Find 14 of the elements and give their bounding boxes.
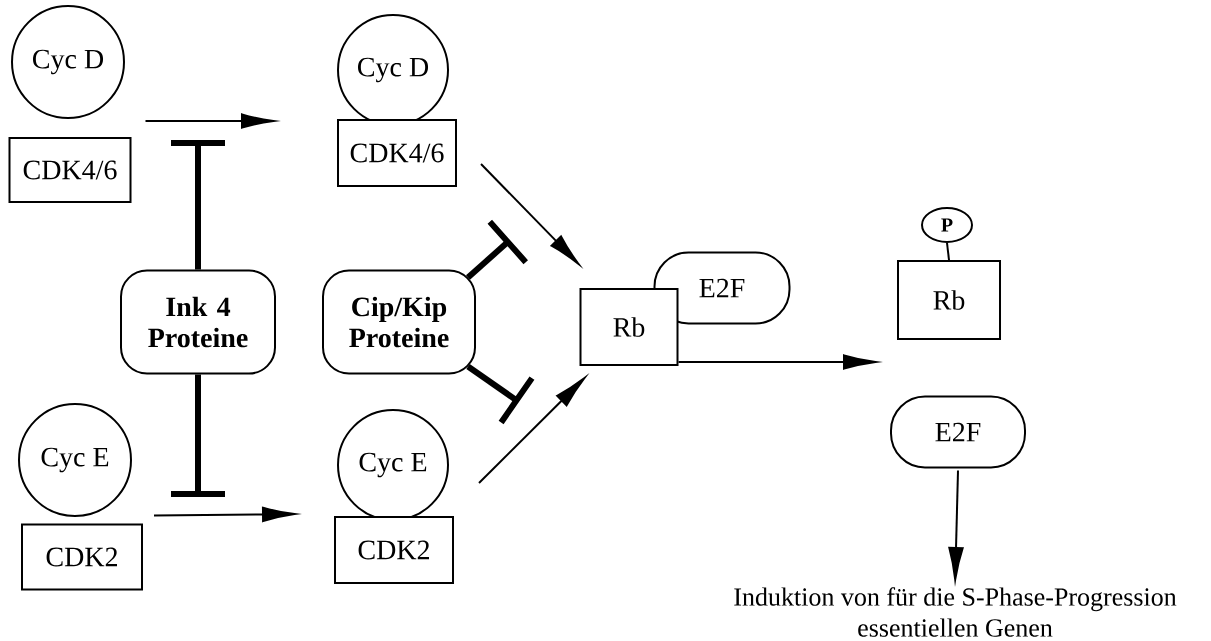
protein-box: CDK4/6	[8, 137, 132, 203]
inhibition-line	[171, 374, 225, 497]
inhibitor-box: Ink 4 Proteine	[120, 269, 276, 375]
inhibition-line	[171, 140, 225, 270]
protein-box: CDK2	[334, 516, 454, 584]
protein-pill: E2F	[653, 251, 791, 325]
protein-box: Rb	[897, 260, 1001, 340]
protein-box: Rb	[579, 288, 679, 366]
inhibitor-box: Cip/Kip Proteine	[322, 269, 476, 375]
protein-pill: E2F	[890, 395, 1026, 469]
protein-box: CDK2	[21, 523, 143, 591]
outcome-text: Induktion von für die S-Phase-Progression essentiellen Genen	[734, 587, 1177, 637]
protein-box: CDK4/6	[337, 119, 457, 187]
connector-line	[946, 242, 950, 261]
